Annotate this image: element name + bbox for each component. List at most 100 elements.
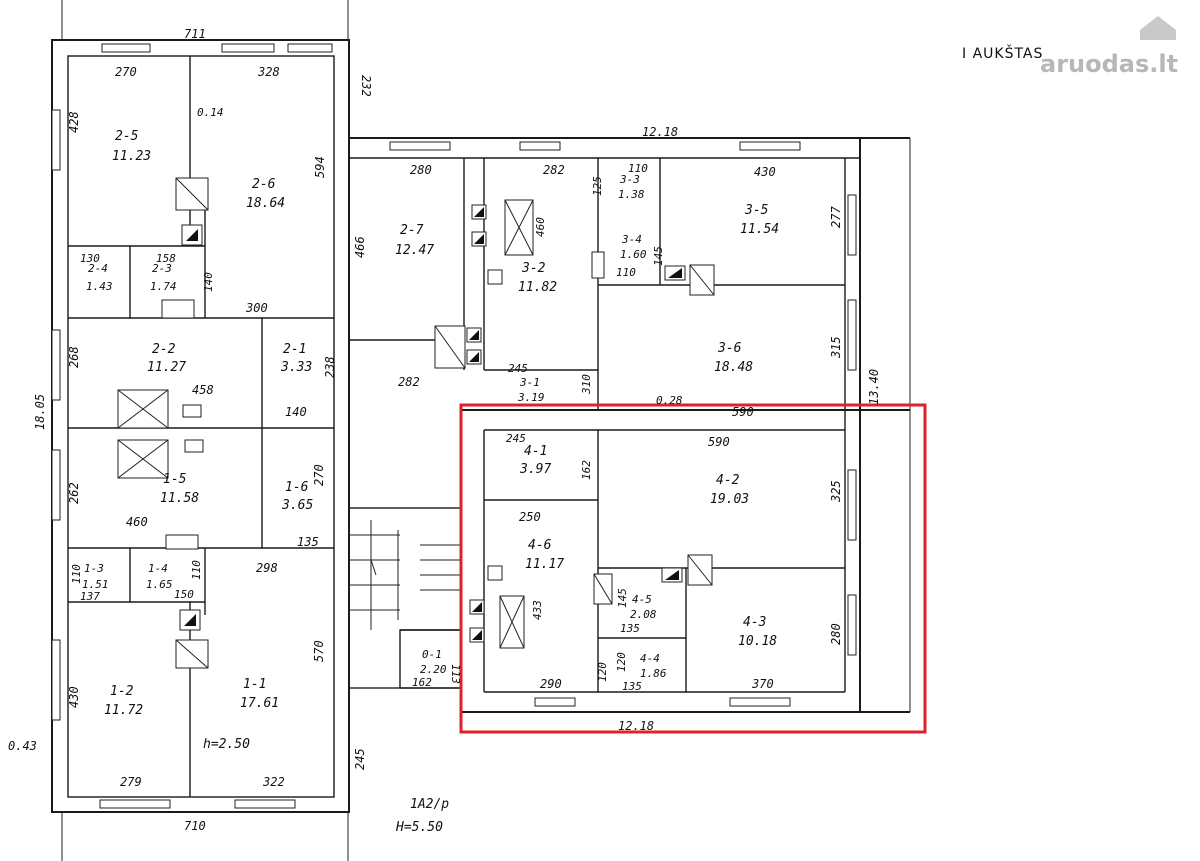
svg-text:4-4: 4-4 — [640, 652, 660, 665]
dimension-label: 238 — [323, 356, 337, 378]
room-label: 4-6 11.17 — [525, 538, 564, 572]
svg-text:2.08: 2.08 — [630, 608, 657, 621]
dimension-label: 145 — [652, 246, 665, 266]
svg-text:2-1: 2-1 — [283, 342, 306, 357]
svg-text:4-2: 4-2 — [716, 473, 740, 488]
dimension-label: 290 — [540, 677, 562, 691]
dimension-label: 245 — [353, 748, 367, 770]
svg-text:3-5: 3-5 — [744, 203, 769, 218]
room-label: 3-4 1.60 — [620, 233, 647, 261]
room-label: 2-1 3.33 — [280, 342, 312, 375]
dimension-label: 13.40 — [867, 369, 881, 405]
svg-text:18.48: 18.48 — [714, 360, 753, 375]
dimension-label: 430 — [754, 165, 776, 179]
room-label: 1-5 11.58 — [160, 472, 199, 506]
svg-text:19.03: 19.03 — [710, 492, 749, 507]
room-label: 2-6 18.64 — [246, 177, 285, 211]
svg-text:1-3: 1-3 — [84, 562, 104, 575]
svg-text:11.82: 11.82 — [518, 280, 557, 295]
dimension-label: 110 — [628, 162, 648, 175]
dimension-label: 590 — [732, 405, 754, 419]
dimension-label: 328 — [257, 65, 280, 79]
ceiling-height-note: h=2.50 — [203, 737, 250, 752]
dimension-label: 460 — [126, 515, 148, 529]
dimension-label: 430 — [67, 686, 81, 708]
svg-text:2-5: 2-5 — [115, 129, 139, 144]
dimension-label: 310 — [580, 374, 593, 395]
svg-text:3-6: 3-6 — [717, 341, 742, 356]
svg-text:3-3: 3-3 — [619, 173, 640, 186]
svg-text:4-1: 4-1 — [524, 444, 547, 459]
svg-text:3-1: 3-1 — [519, 376, 540, 389]
svg-text:11.27: 11.27 — [147, 360, 186, 375]
floor-title: I AUKŠTAS — [962, 44, 1043, 62]
svg-text:1-2: 1-2 — [110, 684, 134, 699]
dimension-label: 570 — [312, 640, 326, 662]
dimension-label: 315 — [829, 336, 843, 359]
dimension-label: 140 — [202, 272, 215, 292]
room-label: 3-1 3.19 — [517, 376, 545, 404]
house-icon — [1140, 16, 1176, 40]
room-label: 1-1 17.61 — [240, 677, 279, 711]
svg-text:11.72: 11.72 — [104, 703, 143, 718]
svg-text:3.65: 3.65 — [281, 498, 313, 513]
dimension-label: 120 — [615, 652, 628, 672]
svg-text:1.43: 1.43 — [86, 280, 113, 293]
svg-text:11.23: 11.23 — [112, 149, 151, 164]
dimension-label: 120 — [596, 662, 609, 682]
dimension-label: 279 — [120, 775, 142, 789]
svg-text:4-6: 4-6 — [528, 538, 552, 553]
svg-text:2-6: 2-6 — [252, 177, 276, 192]
dimension-label: 298 — [256, 561, 278, 575]
dimension-label: 280 — [410, 163, 432, 177]
svg-text:1-6: 1-6 — [285, 480, 309, 495]
svg-text:3-4: 3-4 — [621, 233, 642, 246]
svg-text:4-5: 4-5 — [632, 593, 652, 606]
svg-text:1.60: 1.60 — [620, 248, 647, 261]
dimension-label: 594 — [313, 156, 327, 178]
room-label: 3-5 11.54 — [740, 203, 779, 237]
svg-text:2-3: 2-3 — [152, 262, 172, 275]
dimension-label: 135 — [297, 535, 319, 549]
dimension-label: 140 — [285, 405, 307, 419]
dimension-label: 162 — [412, 676, 432, 689]
dimension-label: 322 — [262, 775, 285, 789]
dimension-label: 262 — [67, 482, 81, 504]
dimension-label: 460 — [534, 217, 547, 237]
room-label: 2-5 11.23 — [112, 129, 151, 164]
svg-text:10.18: 10.18 — [738, 634, 777, 649]
dimension-label: 245 — [508, 362, 528, 375]
svg-text:3-2: 3-2 — [521, 261, 546, 276]
room-label: 1-3 1.51 — [82, 562, 109, 591]
dimension-label: 0.14 — [197, 106, 224, 119]
room-label: 0-1 2.20 — [420, 648, 447, 676]
building-height-note: H=5.50 — [395, 820, 443, 835]
watermark-logo: aruodas.lt — [1040, 16, 1178, 78]
staircase — [348, 507, 462, 689]
dimension-label: 270 — [312, 464, 326, 486]
svg-text:1.65: 1.65 — [146, 578, 173, 591]
dimension-label: 110 — [616, 266, 636, 279]
room-labels: 2-5 11.23 2-6 18.64 2-4 1.43 2-3 1.74 2-… — [82, 129, 779, 718]
svg-text:1-5: 1-5 — [163, 472, 187, 487]
room-label: 3-6 18.48 — [714, 341, 753, 375]
room-label: 1-6 3.65 — [281, 480, 313, 513]
svg-text:2.20: 2.20 — [420, 663, 447, 676]
svg-text:2-7: 2-7 — [400, 223, 424, 238]
room-label: 3-2 11.82 — [518, 261, 557, 295]
svg-text:1.38: 1.38 — [618, 188, 645, 201]
room-label: 1-2 11.72 — [104, 684, 143, 718]
dimension-label: 113 — [449, 664, 462, 684]
middle-block-walls — [349, 137, 911, 410]
dimension-label: 135 — [620, 622, 640, 635]
svg-text:11.58: 11.58 — [160, 491, 199, 506]
dimension-label: 162 — [580, 460, 593, 480]
dimension-label: 125 — [591, 176, 604, 196]
room-label: 2-4 1.43 — [86, 262, 113, 293]
room-label: 2-7 12.47 — [395, 223, 434, 258]
dimension-label: 325 — [829, 480, 843, 503]
dimension-label: 232 — [359, 75, 373, 97]
construction-code-note: 1A2/p — [410, 797, 449, 812]
room-label: 1-4 1.65 — [146, 562, 173, 591]
dimension-label: 428 — [67, 111, 81, 133]
